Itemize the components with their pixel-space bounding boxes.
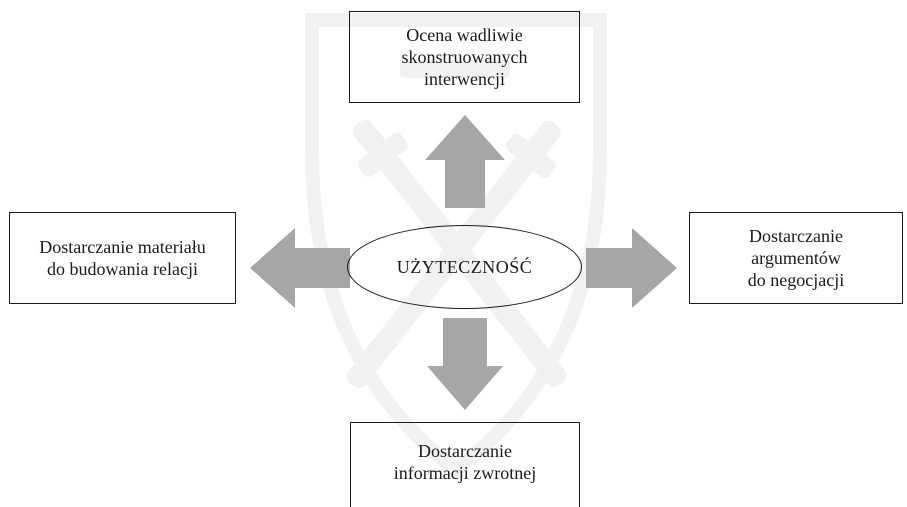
box-informacja-zwrotna: Dostarczanie informacji zwrotnej — [350, 422, 580, 507]
arrow-right — [586, 228, 677, 308]
arrow-left — [250, 228, 350, 308]
arrow-down — [427, 318, 503, 410]
box-ocena-interwencji: Ocena wadliwie skonstruowanych interwenc… — [349, 11, 580, 103]
center-ellipse-uzytecznosc: UŻYTECZNOŚĆ — [347, 225, 582, 309]
arrow-up — [425, 115, 505, 208]
box-argumenty-negocjacje: Dostarczanie argumentów do negocjacji — [689, 212, 903, 304]
box-budowanie-relacji: Dostarczanie materiału do budowania rela… — [9, 212, 236, 304]
